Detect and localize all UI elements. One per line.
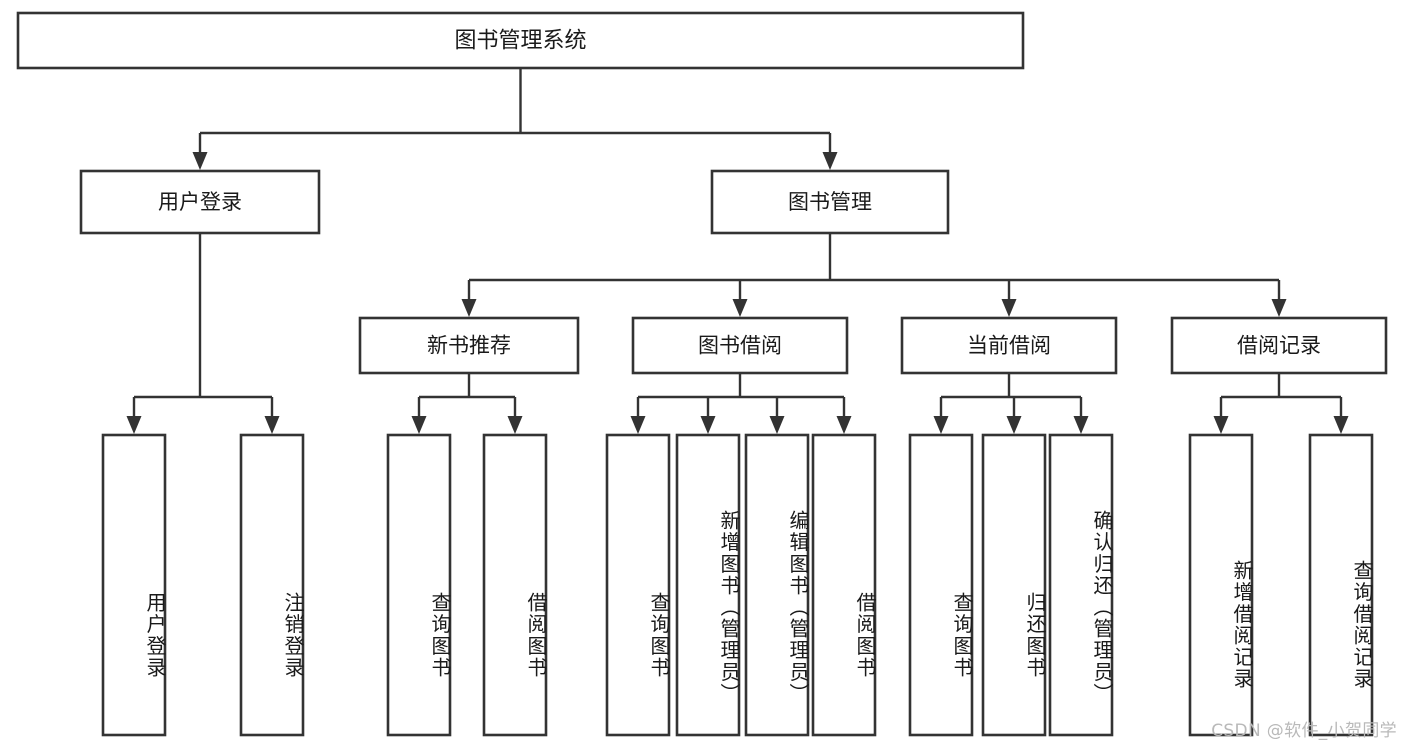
node-box-leaf-add-book[interactable] — [675, 433, 741, 737]
node-leaf-query-book-1[interactable] — [386, 433, 452, 737]
node-label-borrow: 图书借阅 — [698, 334, 782, 358]
connectors-layer — [126, 68, 1349, 434]
node-box-leaf-return-book[interactable] — [981, 433, 1047, 737]
node-leaf-borrow-book-2[interactable] — [811, 433, 877, 737]
node-borrow[interactable]: 图书借阅 — [631, 316, 849, 375]
node-box-leaf-borrow-book-1[interactable] — [482, 433, 548, 737]
node-box-leaf-query-record[interactable] — [1308, 433, 1374, 737]
node-bookmgmt[interactable]: 图书管理 — [710, 169, 950, 235]
node-leaf-query-book-3[interactable] — [908, 433, 974, 737]
node-box-leaf-query-book-1[interactable] — [386, 433, 452, 737]
node-box-leaf-query-book-2[interactable] — [605, 433, 671, 737]
node-box-leaf-edit-book[interactable] — [744, 433, 810, 737]
node-box-bookmgmt[interactable] — [710, 169, 950, 235]
node-newbook[interactable]: 新书推荐 — [358, 316, 580, 375]
node-leaf-logout[interactable] — [239, 433, 305, 737]
node-leaf-query-book-2[interactable] — [605, 433, 671, 737]
node-leaf-add-book[interactable] — [675, 433, 741, 737]
node-box-root[interactable] — [16, 11, 1025, 70]
node-label-root: 图书管理系统 — [454, 29, 586, 54]
node-box-leaf-borrow-book-2[interactable] — [811, 433, 877, 737]
node-leaf-return-book[interactable] — [981, 433, 1047, 737]
node-current[interactable]: 当前借阅 — [900, 316, 1118, 375]
node-login[interactable]: 用户登录 — [79, 169, 321, 235]
watermark-text: CSDN @软件_小贺同学 — [1211, 721, 1397, 741]
node-box-records[interactable] — [1170, 316, 1388, 375]
node-label-login: 用户登录 — [158, 190, 242, 214]
node-records[interactable]: 借阅记录 — [1170, 316, 1388, 375]
node-box-current[interactable] — [900, 316, 1118, 375]
node-leaf-query-record[interactable] — [1308, 433, 1374, 737]
node-label-newbook: 新书推荐 — [427, 334, 511, 358]
node-box-newbook[interactable] — [358, 316, 580, 375]
node-box-leaf-logout[interactable] — [239, 433, 305, 737]
node-box-leaf-confirm-return[interactable] — [1048, 433, 1114, 737]
node-box-borrow[interactable] — [631, 316, 849, 375]
node-box-leaf-query-book-3[interactable] — [908, 433, 974, 737]
node-leaf-edit-book[interactable] — [744, 433, 810, 737]
node-label-records: 借阅记录 — [1237, 334, 1321, 358]
node-root[interactable]: 图书管理系统 — [16, 11, 1025, 70]
node-leaf-confirm-return[interactable] — [1048, 433, 1114, 737]
node-leaf-user-login[interactable] — [101, 433, 167, 737]
node-label-bookmgmt: 图书管理 — [788, 190, 872, 214]
node-leaf-borrow-book-1[interactable] — [482, 433, 548, 737]
node-box-login[interactable] — [79, 169, 321, 235]
node-box-leaf-add-record[interactable] — [1188, 433, 1254, 737]
node-box-leaf-user-login[interactable] — [101, 433, 167, 737]
node-label-current: 当前借阅 — [967, 334, 1051, 358]
node-leaf-add-record[interactable] — [1188, 433, 1254, 737]
